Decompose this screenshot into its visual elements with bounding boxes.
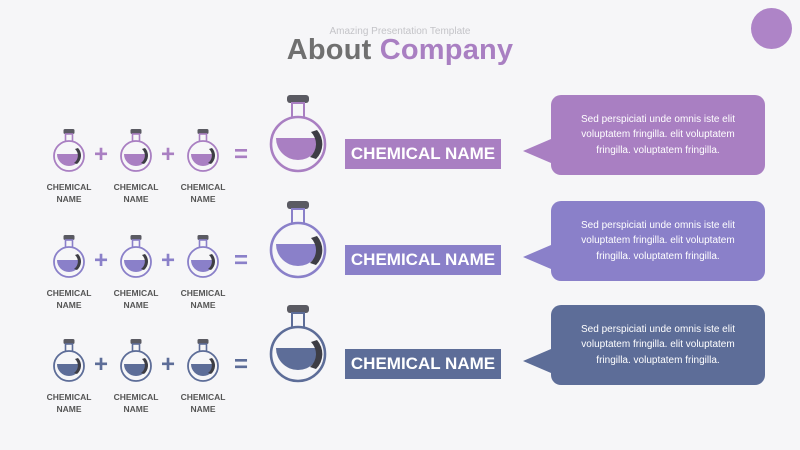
- bubble-text: Sed perspiciati unde omnis iste elit volu…: [581, 322, 735, 369]
- small-flask-icon: [186, 234, 220, 278]
- chemical-label-line2: NAME: [123, 194, 149, 204]
- chemical-label: CHEMICAL NAME: [37, 391, 101, 415]
- bubble-text-line: voluptatem fringilla. elit voluptatem: [581, 129, 735, 141]
- chemical-name-bar: CHEMICAL NAME: [345, 139, 501, 169]
- slide-title: About Company: [0, 34, 800, 67]
- small-flask-icon: [52, 128, 86, 172]
- slide-subtitle: Amazing Presentation Template: [329, 26, 471, 37]
- large-flask-icon: [268, 304, 330, 384]
- chemical-label: CHEMICAL NAME: [104, 391, 168, 415]
- description-bubble: Sed perspiciati unde omnis iste elit volu…: [523, 95, 765, 175]
- plus-sign: +: [93, 247, 108, 274]
- chemical-label-line1: CHEMICAL: [46, 182, 92, 192]
- chemical-label-line1: CHEMICAL: [180, 288, 226, 298]
- small-flask-icon: [119, 128, 153, 172]
- chemical-label-line2: NAME: [123, 300, 149, 310]
- chemical-label-line1: CHEMICAL: [46, 392, 92, 402]
- equals-sign: =: [233, 351, 248, 378]
- chemical-label-line2: NAME: [56, 194, 82, 204]
- bubble-text-line: fringilla. voluptatem fringilla.: [596, 144, 720, 156]
- bubble-text-line: fringilla. voluptatem fringilla.: [596, 354, 720, 366]
- chemical-label-line1: CHEMICAL: [113, 392, 159, 402]
- plus-sign: +: [160, 247, 175, 274]
- chemical-label-line1: CHEMICAL: [113, 288, 159, 298]
- chemical-label-line2: NAME: [190, 300, 216, 310]
- plus-sign: +: [93, 351, 108, 378]
- plus-sign: +: [93, 141, 108, 168]
- chemical-label-line1: CHEMICAL: [113, 182, 159, 192]
- chemical-label-line2: NAME: [123, 404, 149, 414]
- title-word-about: About: [286, 34, 372, 66]
- chemical-label-line1: CHEMICAL: [180, 392, 226, 402]
- equals-sign: =: [233, 247, 248, 274]
- corner-circle-decoration: [751, 8, 792, 49]
- chemical-label-line1: CHEMICAL: [46, 288, 92, 298]
- bubble-text-line: Sed perspiciati unde omnis iste elit: [581, 113, 735, 125]
- chemical-label-line1: CHEMICAL: [180, 182, 226, 192]
- small-flask-icon: [119, 234, 153, 278]
- bubble-text-line: voluptatem fringilla. elit voluptatem: [581, 339, 735, 351]
- small-flask-icon: [119, 338, 153, 382]
- plus-sign: +: [160, 141, 175, 168]
- chemical-label-line2: NAME: [190, 194, 216, 204]
- large-flask-icon: [268, 200, 330, 280]
- chemical-name-bar: CHEMICAL NAME: [345, 349, 501, 379]
- chemical-label: CHEMICAL NAME: [37, 181, 101, 205]
- large-flask-icon: [268, 94, 330, 174]
- chemical-label-line2: NAME: [190, 404, 216, 414]
- chemical-label: CHEMICAL NAME: [171, 181, 235, 205]
- bubble-text-line: Sed perspiciati unde omnis iste elit: [581, 323, 735, 335]
- small-flask-icon: [52, 338, 86, 382]
- bubble-text: Sed perspiciati unde omnis iste elit volu…: [581, 112, 735, 159]
- chemical-label: CHEMICAL NAME: [171, 391, 235, 415]
- equals-sign: =: [233, 141, 248, 168]
- chemical-label: CHEMICAL NAME: [37, 287, 101, 311]
- bubble-text-line: voluptatem fringilla. elit voluptatem: [581, 235, 735, 247]
- description-bubble: Sed perspiciati unde omnis iste elit volu…: [523, 305, 765, 385]
- chemical-label: CHEMICAL NAME: [171, 287, 235, 311]
- title-word-company: Company: [379, 34, 514, 66]
- small-flask-icon: [186, 338, 220, 382]
- description-bubble: Sed perspiciati unde omnis iste elit volu…: [523, 201, 765, 281]
- bubble-text-line: Sed perspiciati unde omnis iste elit: [581, 219, 735, 231]
- small-flask-icon: [186, 128, 220, 172]
- bubble-text-line: fringilla. voluptatem fringilla.: [596, 250, 720, 262]
- chemical-label-line2: NAME: [56, 404, 82, 414]
- chemical-label-line2: NAME: [56, 300, 82, 310]
- chemical-label: CHEMICAL NAME: [104, 181, 168, 205]
- small-flask-icon: [52, 234, 86, 278]
- chemical-label: CHEMICAL NAME: [104, 287, 168, 311]
- bubble-text: Sed perspiciati unde omnis iste elit volu…: [581, 218, 735, 265]
- plus-sign: +: [160, 351, 175, 378]
- chemical-name-bar: CHEMICAL NAME: [345, 245, 501, 275]
